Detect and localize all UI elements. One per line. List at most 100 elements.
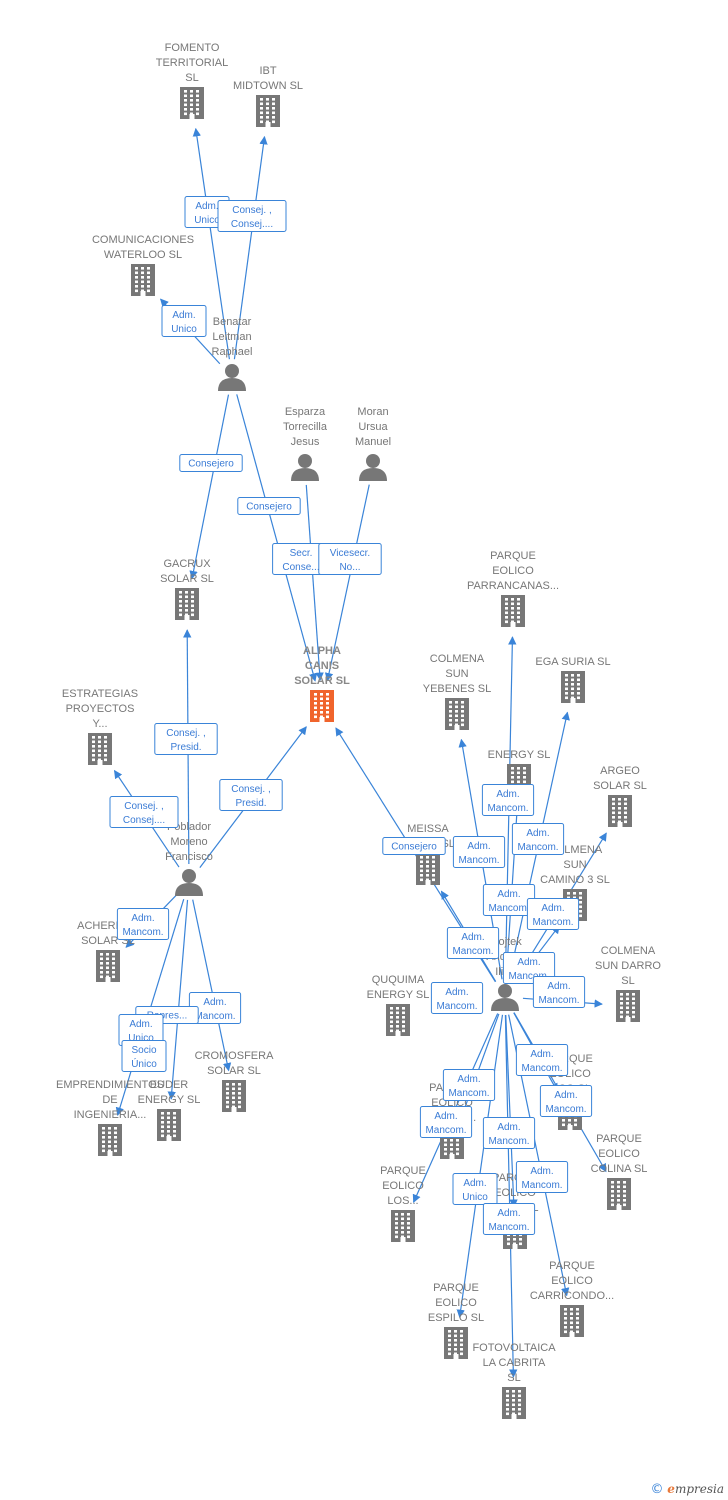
node-parrancanas[interactable]: PARQUEEOLICOPARRANCANAS... [467,550,559,627]
relation-label[interactable]: Adm.Unico [452,1173,498,1205]
node-label: MIDTOWN SL [233,80,303,92]
node-label: ESPILO SL [428,1312,484,1324]
relation-text: Presid. [235,798,266,809]
edge-poblador-cromosfera [192,899,232,1072]
relation-text: Conse... [282,562,319,573]
person-icon [175,869,203,896]
relation-label[interactable]: Adm.Mancom. [452,836,506,868]
node-estrategias[interactable]: ESTRATEGIASPROYECTOSY... [62,688,138,765]
relation-label[interactable]: Adm.Mancom. [526,898,580,930]
relation-label[interactable]: Adm.Unico [161,305,207,337]
node-label: CARRICONDO... [530,1290,614,1302]
building-icon [616,990,640,1022]
relation-label[interactable]: Adm.Mancom. [482,884,536,916]
node-label: SL [621,975,634,987]
relation-text: Consejero [188,459,234,470]
relation-text: Mancom. [532,917,573,928]
node-label: SL [507,1372,520,1384]
node-label: YEBENES SL [423,683,491,695]
logo-e: e [667,1482,675,1496]
node-carricondo[interactable]: PARQUEEOLICOCARRICONDO... [530,1260,614,1337]
relation-text: Adm. [530,1166,553,1177]
relation-label[interactable]: Consejero [179,454,243,472]
edge-esparza-alpha [305,484,324,681]
relation-label[interactable]: Consej. ,Presid. [154,723,218,755]
node-label: PARQUE [380,1165,426,1177]
relation-text: Adm. [517,957,540,968]
node-label: Manuel [355,436,391,448]
node-label: COLMENA [601,945,656,957]
relation-label[interactable]: Adm.Mancom. [502,952,556,984]
node-label: SOLAR SL [294,675,350,687]
relation-text: Mancom. [488,903,529,914]
building-icon [444,1327,468,1359]
node-egasuria[interactable]: EGA SURIA SL [535,656,611,703]
relation-text: Mancom. [545,1104,586,1115]
relation-label[interactable]: Consejero [237,497,301,515]
relation-label[interactable]: Adm.Mancom. [482,1117,536,1149]
node-label: Moran [357,406,388,418]
relation-text: Consej. , [232,205,271,216]
building-icon [502,1387,526,1419]
edge-wojtek-arce [505,1014,518,1208]
relation-label[interactable]: Vicesecr. No... [318,543,382,575]
relation-label[interactable]: Adm.Mancom. [511,823,565,855]
relation-label[interactable]: Adm.Mancom. [539,1085,593,1117]
node-emprendimientos[interactable]: EMPRENDIMIENTOSDEINGENIERIA... [56,1079,164,1156]
relation-text: Adm. [129,1019,152,1030]
relation-label[interactable]: Adm.Mancom. [515,1161,569,1193]
relation-label[interactable]: Adm.Mancom. [515,1044,569,1076]
relation-text: Único [131,1057,157,1070]
relation-text: Mancom. [194,1011,235,1022]
relation-text: Vicesecr. [330,548,370,559]
node-los[interactable]: PARQUEEOLICOLOS... [380,1165,426,1242]
relation-text: Consej. , [166,728,205,739]
relation-label[interactable]: Adm.Mancom. [442,1069,496,1101]
relation-label[interactable]: Secr.Conse... [272,543,330,575]
relation-text: No... [339,562,360,573]
node-label: SUN [445,668,468,680]
edge-moran-alpha [324,484,370,682]
node-label: EOLICO [435,1297,477,1309]
relation-text: Adm. [497,1122,520,1133]
relation-text: Adm. [434,1111,457,1122]
person-icon [491,984,519,1011]
relation-label[interactable]: Adm.Mancom. [116,908,170,940]
relation-label[interactable]: Consej. ,Consej.... [217,200,287,232]
relation-label[interactable]: Adm.Mancom. [481,784,535,816]
relation-text: Adm. [461,932,484,943]
relation-label[interactable]: Consej. ,Presid. [219,779,283,811]
relation-text: Mancom. [458,855,499,866]
relation-text: Adm. [457,1074,480,1085]
empresia-logo[interactable]: © empresia [650,1482,724,1497]
node-label: GACRUX [163,558,211,570]
building-icon [608,795,632,827]
relation-label[interactable]: Consej. ,Consej.... [109,796,179,828]
relation-label[interactable]: Consejero [382,837,446,855]
building-icon [560,1305,584,1337]
relation-label[interactable]: Adm.Mancom. [430,982,484,1014]
relation-label[interactable]: Adm.Mancom. [482,1203,536,1235]
relation-label[interactable]: Adm.Mancom. [419,1106,473,1138]
relation-label[interactable]: Adm.Mancom. [446,927,500,959]
relation-label[interactable]: Adm.Mancom. [532,976,586,1008]
